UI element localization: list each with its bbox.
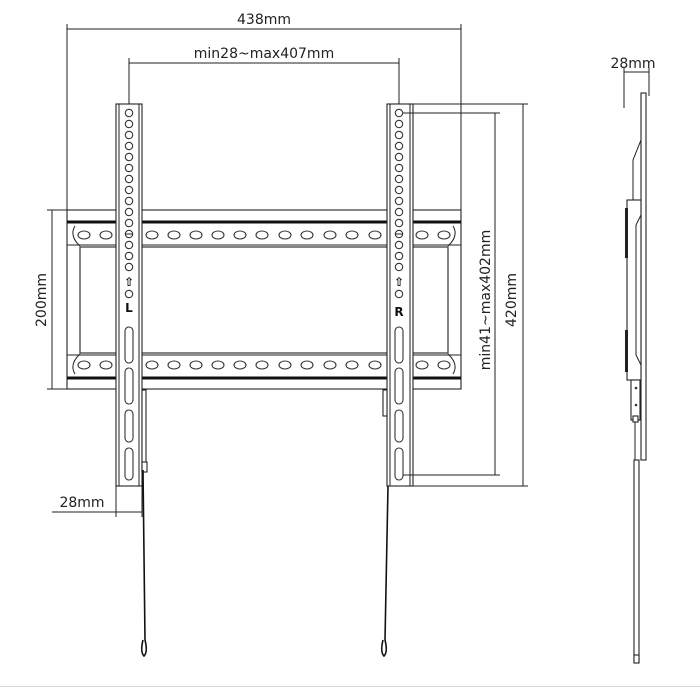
bracket-width-label: 28mm [59, 495, 104, 511]
profile-depth-label: 28mm [610, 56, 655, 72]
left-vertical-arm: ⇧ L [115, 103, 148, 658]
overall-width-dimension: 438mm [66, 12, 462, 210]
frame-height-label: 200mm [34, 273, 50, 327]
right-vertical-arm: ⇧ R [380, 103, 414, 658]
bottom-slot-row [77, 360, 451, 370]
left-up-arrow-icon: ⇧ [124, 275, 134, 289]
frame-height-dimension: 200mm [34, 209, 67, 390]
hole-range-label: min41~max402mm [478, 230, 494, 370]
right-up-arrow-icon: ⇧ [394, 275, 404, 289]
bracket-spacing-dimension: min28~max407mm [128, 46, 400, 112]
footer-divider [0, 686, 700, 687]
top-slot-row [77, 230, 451, 240]
bracket-spacing-label: min28~max407mm [194, 46, 334, 62]
left-arm-marker: L [125, 301, 133, 315]
overall-width-label: 438mm [237, 12, 291, 28]
hole-range-dimension: min41~max402mm [403, 112, 500, 476]
left-pull-cord [140, 469, 148, 658]
right-arm-marker: R [394, 305, 403, 319]
arm-height-dimension: 420mm [413, 103, 528, 487]
side-view: 28mm [610, 56, 656, 664]
arm-height-label: 420mm [504, 273, 520, 327]
right-arm-holes [394, 108, 404, 299]
right-pull-cord [380, 485, 389, 658]
bracket-width-dimension: 28mm [52, 486, 143, 517]
left-arm-holes [124, 108, 134, 299]
